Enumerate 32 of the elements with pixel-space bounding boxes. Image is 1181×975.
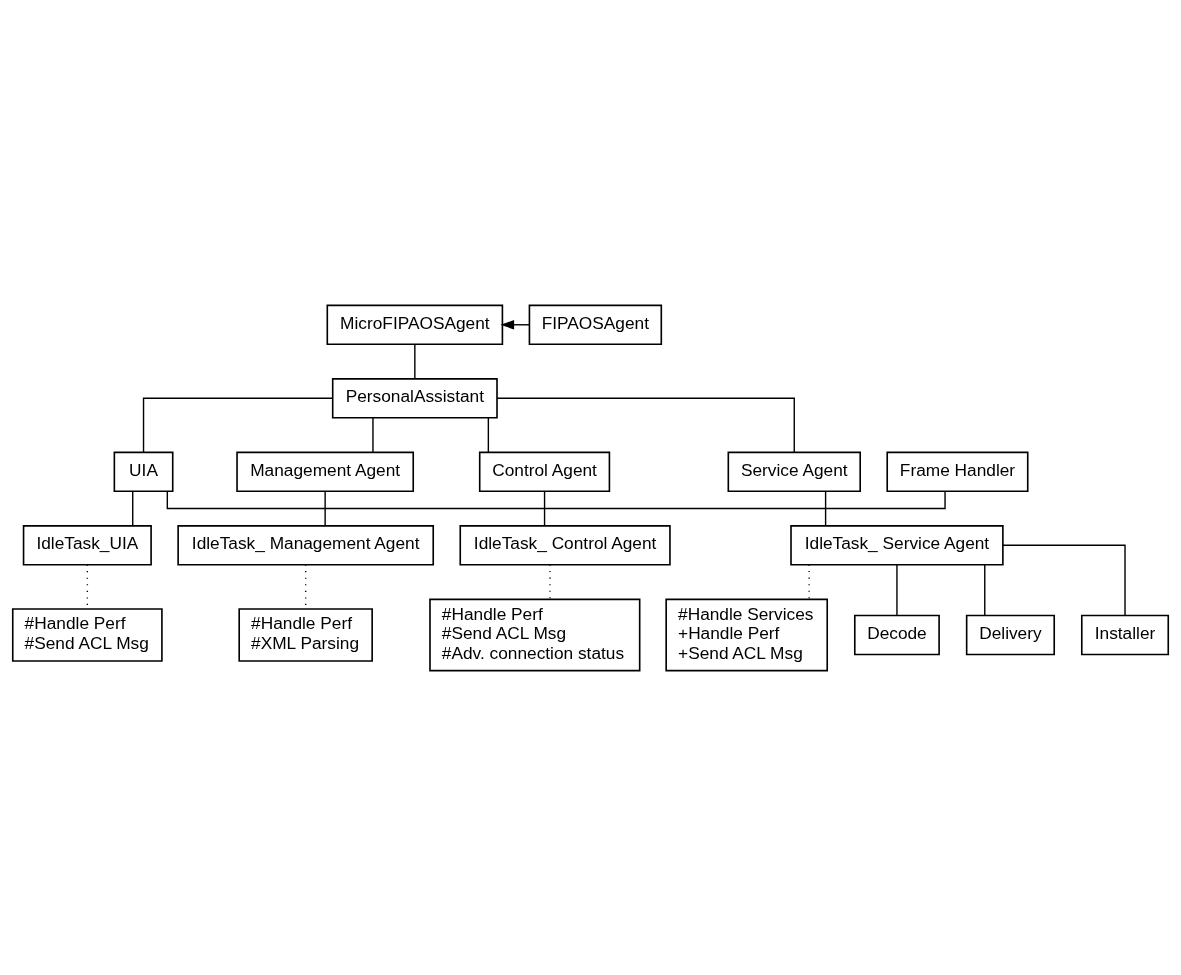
connector: [324, 490, 326, 526]
node-box: Management Agent: [236, 451, 415, 492]
node-box: Frame Handler: [886, 451, 1029, 492]
node-box: Service Agent: [727, 451, 861, 492]
node-box: UIA: [113, 451, 174, 492]
node-box: IdleTask_UIA: [22, 524, 152, 566]
node-box: FIPAOSAgent: [528, 304, 663, 345]
node-box: #Handle Perf #Send ACL Msg: [11, 607, 163, 662]
node-box: Control Agent: [478, 451, 611, 492]
node-box: Decode: [854, 614, 940, 655]
connector: [142, 397, 334, 453]
connector: [824, 490, 827, 526]
connector: [984, 563, 986, 616]
node-box: PersonalAssistant: [331, 377, 498, 419]
node-box: IdleTask_ Control Agent: [459, 524, 671, 566]
connector: [543, 490, 546, 526]
node-box: Delivery: [965, 614, 1056, 655]
node-box: IdleTask_ Management Agent: [177, 524, 435, 566]
node-box: #Handle Perf #XML Parsing: [238, 607, 373, 662]
node-box: Installer: [1080, 614, 1170, 655]
connector: [132, 490, 134, 526]
connector: [487, 416, 490, 453]
node-box: IdleTask_ Service Agent: [790, 524, 1004, 566]
node-box: MicroFIPAOSAgent: [326, 304, 504, 345]
connector: [896, 563, 898, 616]
node-box: #Handle Services +Handle Perf +Send ACL Msg: [665, 598, 829, 671]
connector: [1002, 544, 1126, 616]
node-box: #Handle Perf #Send ACL Msg #Adv. connection status: [429, 598, 641, 671]
connector: [372, 416, 374, 453]
connector: [166, 490, 946, 509]
connector: [414, 343, 416, 379]
connector: [496, 397, 795, 453]
